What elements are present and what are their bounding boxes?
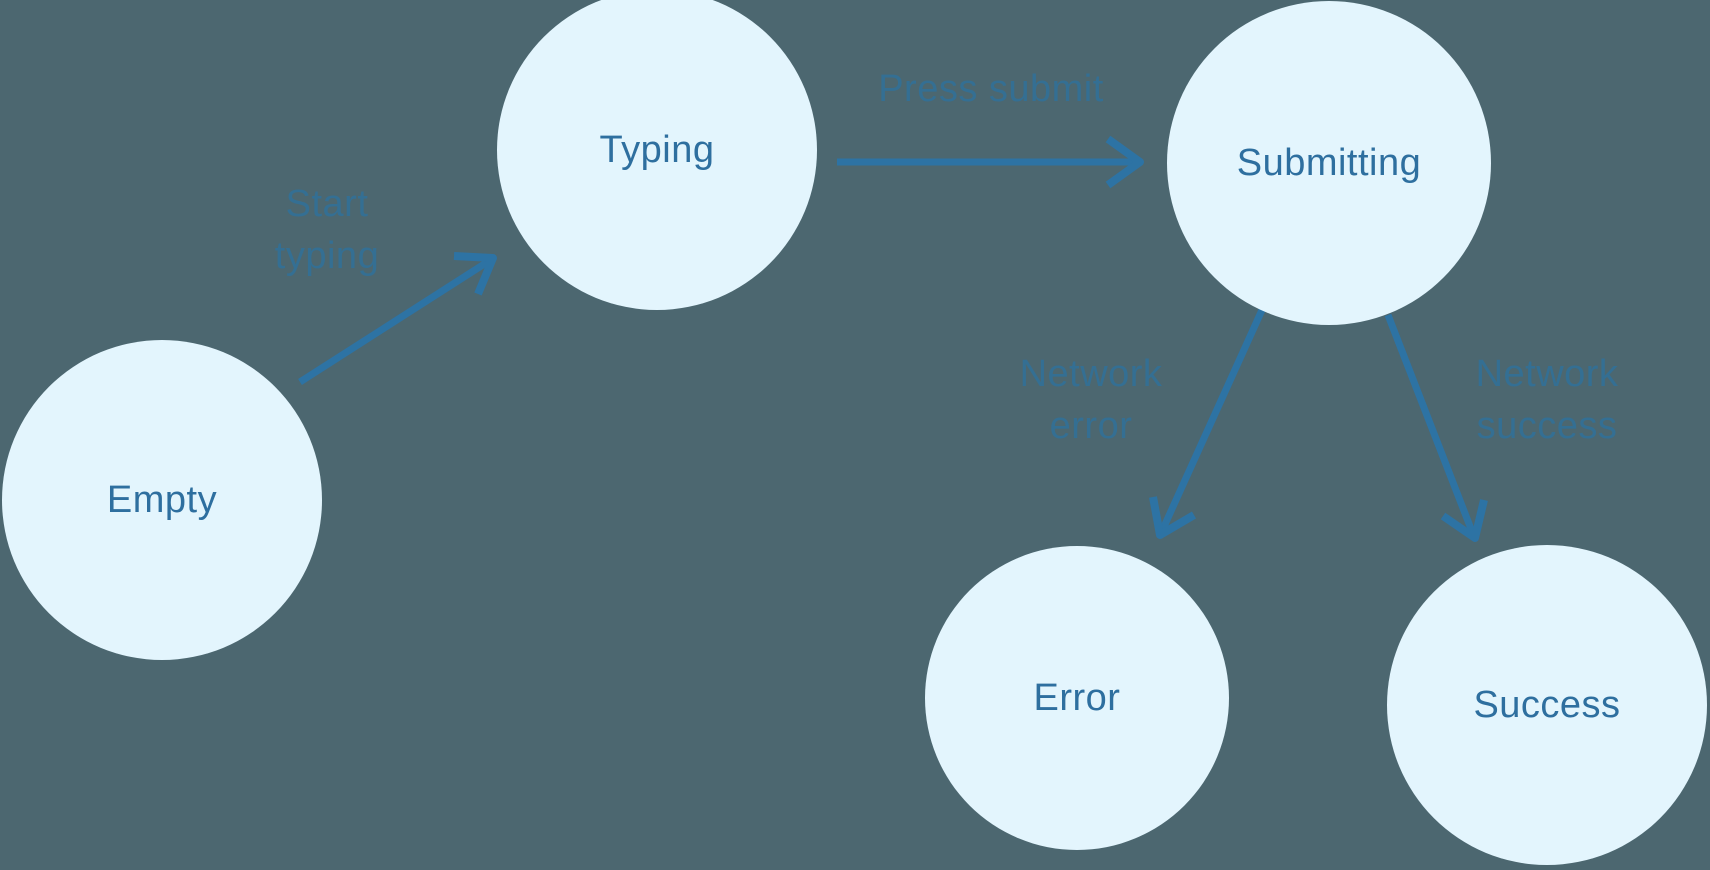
state-label-submitting: Submitting — [1236, 141, 1422, 184]
transition-label-network-success: Network success — [1475, 353, 1619, 448]
transition-label-press-submit: Press submit — [878, 68, 1104, 110]
state-node-submitting[interactable]: Submitting — [1167, 1, 1491, 325]
transition-arrow-press-submit — [837, 135, 1144, 189]
state-node-error[interactable]: Error — [925, 546, 1229, 850]
transition-label-network-error: Network error — [1019, 353, 1163, 448]
state-label-empty: Empty — [106, 478, 218, 521]
state-node-success[interactable]: Success — [1387, 545, 1707, 865]
state-label-error: Error — [1033, 676, 1121, 719]
transition-label-start-typing: Start typing — [274, 183, 380, 278]
state-node-empty[interactable]: Empty — [2, 340, 322, 660]
state-label-success: Success — [1473, 683, 1621, 726]
state-label-typing: Typing — [599, 128, 715, 171]
state-node-typing[interactable]: Typing — [497, 0, 817, 310]
